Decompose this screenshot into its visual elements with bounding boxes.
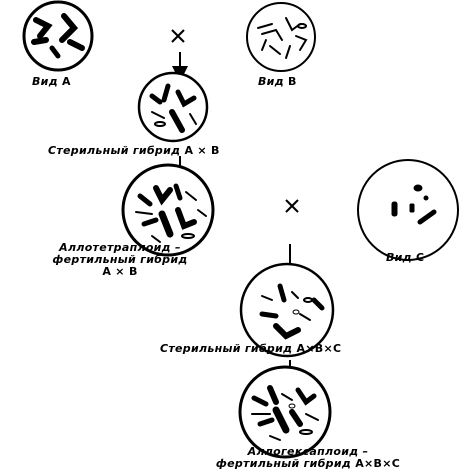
cell-allotetraploid — [121, 163, 215, 257]
allohexaploid-line-2: фертильный гибрид — [215, 457, 352, 470]
chromosomes-sterile-hybrid-1 — [149, 83, 197, 133]
cross-symbol-1 — [171, 29, 185, 43]
cross-symbol-2 — [285, 199, 299, 213]
label-species-b: Вид В — [258, 76, 297, 88]
allotetraploid-line-2: фертильный гибрид — [52, 253, 188, 266]
chromosomes-species-a — [31, 13, 85, 59]
species-b-text: Вид — [258, 75, 284, 88]
cell-sterile-hybrid-2 — [239, 262, 335, 358]
cell-allohexaploid — [238, 365, 332, 459]
chromosomes-allotetraploid — [135, 183, 207, 243]
cell-sterile-hybrid-1 — [137, 71, 209, 143]
cell-species-a — [22, 0, 94, 72]
allohexaploid-line-1: Аллогексаплоид – — [247, 445, 369, 458]
species-c-mark: С — [416, 251, 425, 264]
species-c-text: Вид — [386, 251, 412, 264]
species-a-mark: А — [62, 75, 71, 88]
allotetraploid-line-1: Аллотетраплоид – — [59, 241, 181, 254]
cell-species-c — [357, 159, 459, 261]
label-sterile-hybrid-1: Стерильный гибрид А × В — [48, 145, 220, 157]
allotetraploid-mark: А × В — [102, 265, 138, 278]
chromosomes-species-c — [391, 184, 437, 225]
sterile-hybrid-2-text: Стерильный гибрид — [160, 342, 293, 355]
label-sterile-hybrid-2: Стерильный гибрид А×В×С — [160, 343, 341, 355]
chromosomes-allohexaploid — [251, 385, 319, 441]
label-allotetraploid: Аллотетраплоид – фертильный гибрид А × В — [30, 242, 210, 278]
label-species-a: Вид А — [32, 76, 71, 88]
species-a-text: Вид — [32, 75, 58, 88]
label-species-c: Вид С — [386, 252, 424, 264]
sterile-hybrid-1-text: Стерильный гибрид — [48, 144, 181, 157]
sterile-hybrid-2-mark: А×В×С — [296, 342, 342, 355]
chromosomes-sterile-hybrid-2 — [259, 283, 325, 340]
cell-species-b — [246, 2, 316, 72]
label-allohexaploid: Аллогексаплоид – фертильный гибрид А×В×С — [148, 446, 468, 470]
allohexaploid-mark: А×В×С — [355, 457, 401, 470]
sterile-hybrid-1-mark: А × В — [184, 144, 220, 157]
species-b-mark: В — [288, 75, 297, 88]
chromosomes-species-b — [257, 17, 308, 59]
